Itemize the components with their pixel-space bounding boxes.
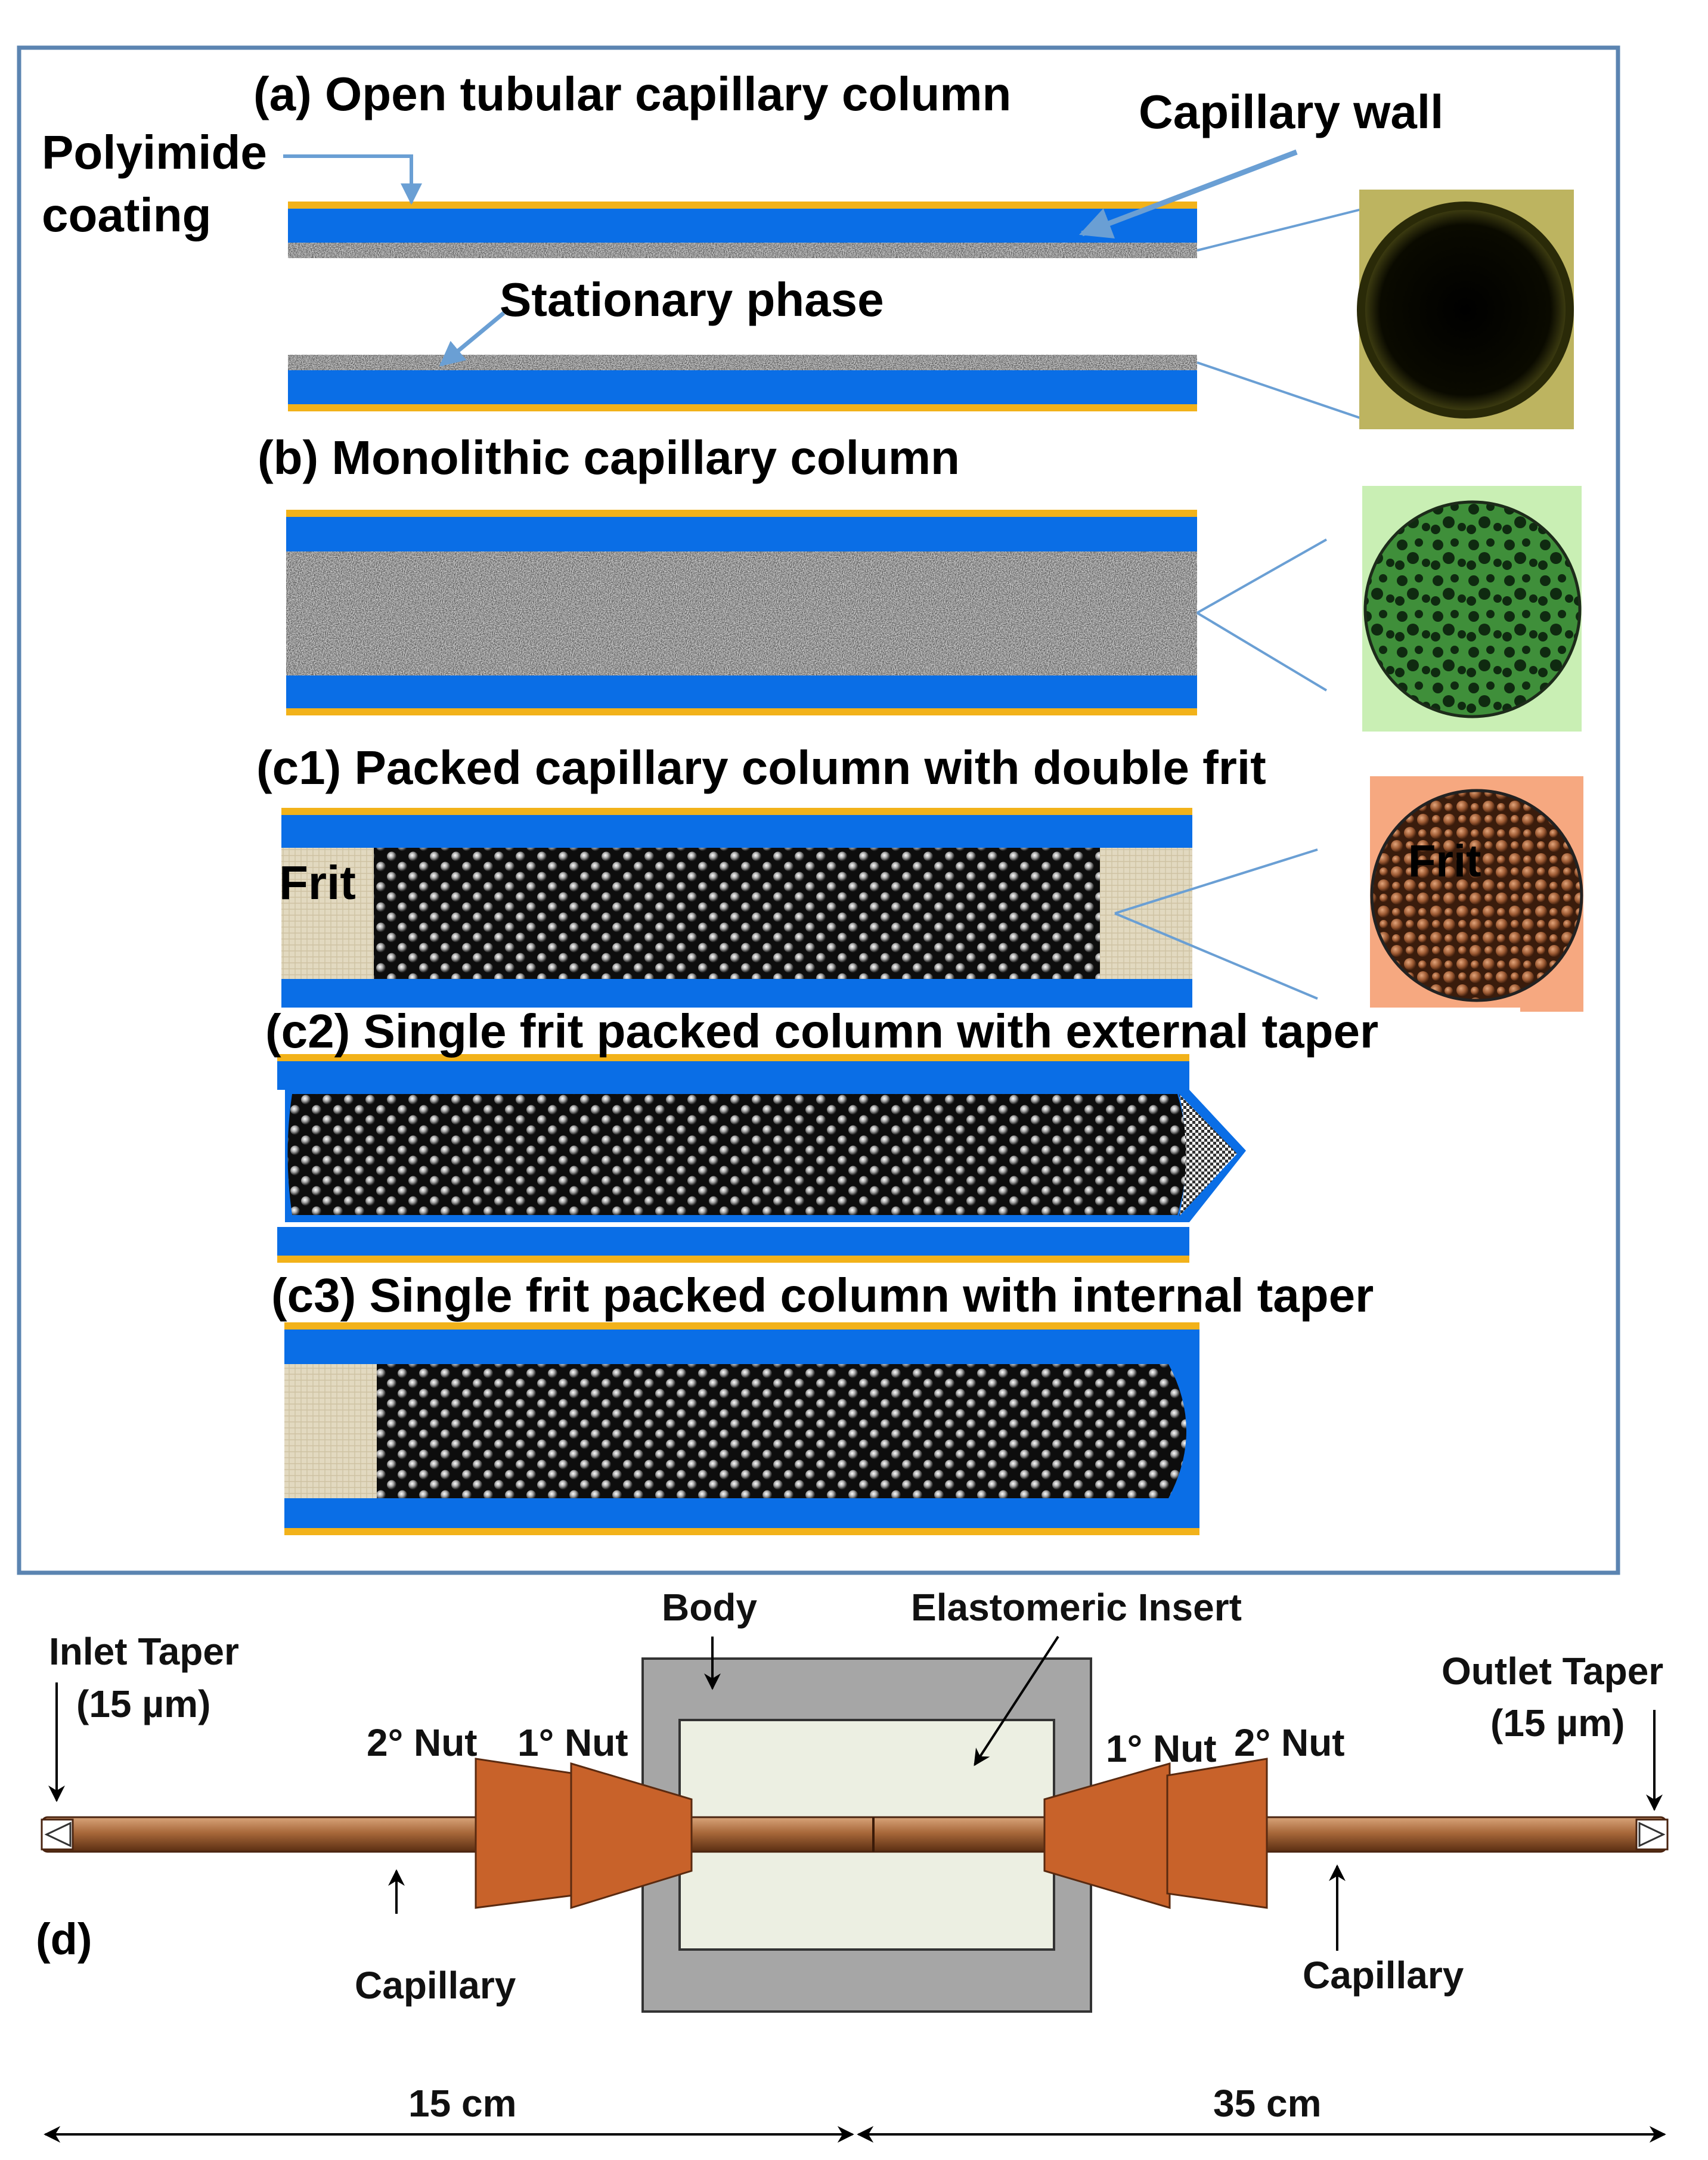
panel-c2: (c2) Single frit packed column with exte… — [262, 1005, 1520, 1263]
nut2-right-label: 2° Nut — [1234, 1721, 1345, 1764]
distance-right-label: 35 cm — [1213, 2082, 1321, 2125]
polyimide-label-line2: coating — [42, 188, 211, 241]
zoom-line-top — [1114, 848, 1318, 915]
zoom-line-top — [1196, 204, 1377, 252]
double-frit-column — [281, 808, 1192, 1016]
title-backdrop — [262, 1008, 1520, 1052]
zoom-line-bottom — [1196, 361, 1377, 424]
zoom-line-bottom — [1196, 612, 1328, 692]
panel-a-title: (a) Open tubular capillary column — [253, 67, 1011, 120]
frit-label: Frit — [279, 856, 356, 909]
panel-b-title: (b) Monolithic capillary column — [258, 431, 960, 484]
zoom-line-top — [1196, 538, 1327, 614]
outlet-frit — [1100, 848, 1192, 979]
capillary-left-label: Capillary — [355, 1964, 516, 2007]
panel-a: (a) Open tubular capillary column Polyim… — [42, 67, 1574, 429]
nut1-right-label: 1° Nut — [1106, 1727, 1217, 1770]
open-tubular-cross-section-inset — [1357, 190, 1574, 429]
stationary-phase-leader — [439, 311, 506, 367]
panel-d: (d) Inlet Taper (15 µm) Outlet Taper (15… — [36, 1586, 1669, 2143]
stationary-phase-label: Stationary phase — [500, 273, 884, 326]
zoom-line-bottom — [1114, 912, 1318, 1000]
open-tubular-lower-wall — [288, 355, 1197, 411]
frit-cross-section-inset: Frit — [1370, 776, 1583, 1012]
secondary-nut-right — [1166, 1758, 1268, 1909]
inlet-taper-label-line2: (15 µm) — [76, 1682, 210, 1725]
frit-inset-label: Frit — [1408, 836, 1481, 887]
panel-c1: (c1) Packed capillary column with double… — [256, 741, 1583, 1016]
capillary-wall-label: Capillary wall — [1139, 85, 1443, 138]
inlet-frit — [284, 1364, 377, 1498]
internal-taper-column — [284, 1322, 1199, 1535]
external-taper-column — [277, 1054, 1246, 1263]
primary-nut-right — [1043, 1762, 1171, 1910]
distance-left-label: 15 cm — [408, 2082, 516, 2125]
body-label: Body — [662, 1586, 757, 1629]
panel-c2-title: (c2) Single frit packed column with exte… — [265, 1005, 1378, 1058]
capillary-right-label: Capillary — [1303, 1954, 1464, 1997]
capillary-wall-leader — [1078, 149, 1298, 238]
capillary-tube — [41, 1816, 1667, 1853]
monolith-cross-section-inset — [1362, 486, 1582, 732]
polyimide-label-line1: Polyimide — [42, 126, 267, 179]
inlet-taper-label-line1: Inlet Taper — [49, 1630, 239, 1673]
figure-frame — [17, 45, 1620, 1575]
elastomeric-insert-label: Elastomeric Insert — [911, 1586, 1242, 1629]
insert-arrow — [974, 1635, 1059, 1767]
inlet-frit — [281, 848, 374, 979]
nut1-left-label: 1° Nut — [517, 1721, 628, 1764]
monolithic-column — [286, 510, 1197, 715]
open-tubular-upper-wall — [288, 202, 1197, 258]
panel-d-title: (d) — [36, 1914, 92, 1964]
primary-nut-left — [570, 1762, 693, 1910]
external-taper-tip — [1179, 1094, 1237, 1216]
panel-c1-title: (c1) Packed capillary column with double… — [256, 741, 1266, 794]
outlet-taper-label-line1: Outlet Taper — [1442, 1650, 1663, 1693]
nut2-left-label: 2° Nut — [367, 1721, 478, 1764]
outlet-taper-label-line2: (15 µm) — [1490, 1702, 1625, 1744]
panel-c3: (c3) Single frit packed column with inte… — [271, 1269, 1374, 1535]
panel-b: (b) Monolithic capillary column — [258, 431, 1582, 732]
panel-c3-title: (c3) Single frit packed column with inte… — [271, 1269, 1374, 1322]
polyimide-leader — [283, 154, 422, 205]
